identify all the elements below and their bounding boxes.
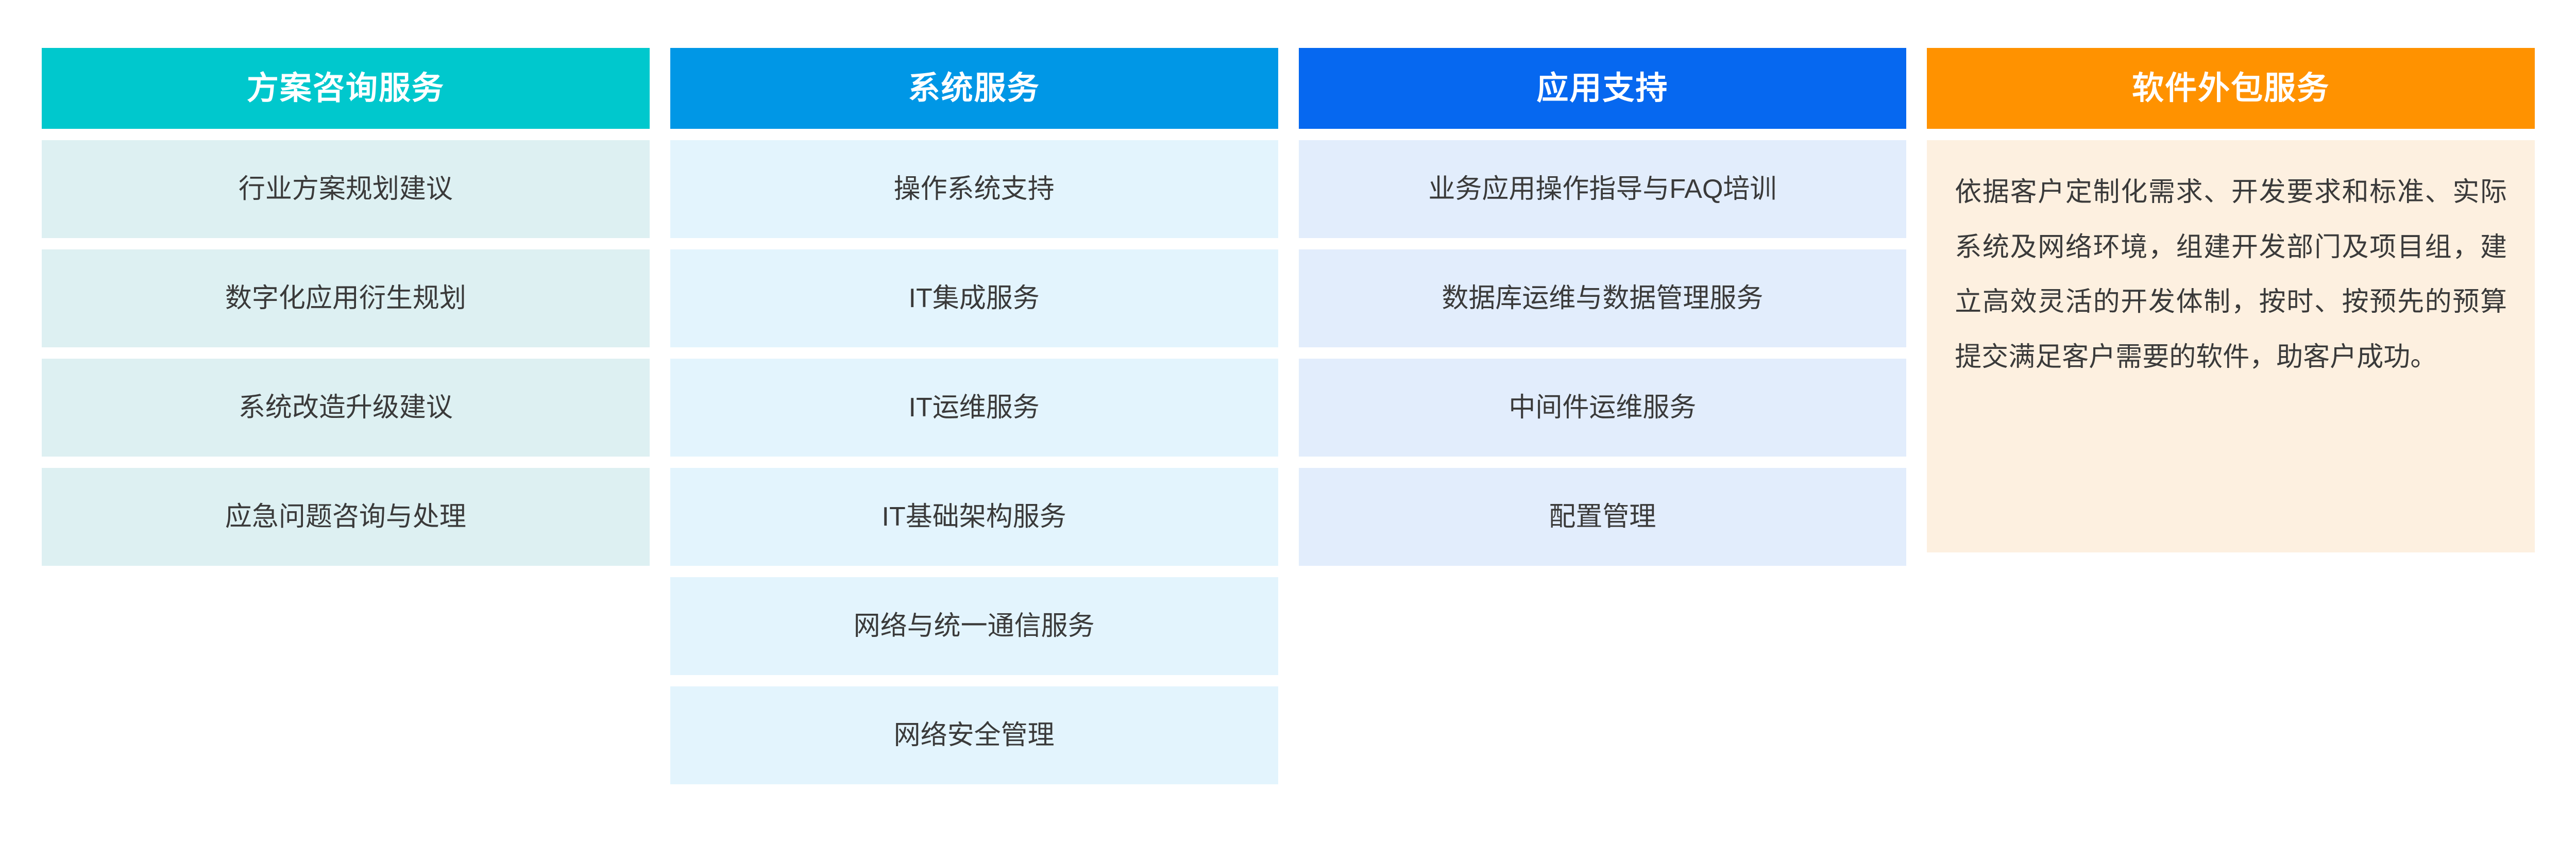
list-item[interactable]: IT基础架构服务 xyxy=(670,468,1278,566)
list-item[interactable]: IT集成服务 xyxy=(670,249,1278,347)
list-item[interactable]: 应急问题咨询与处理 xyxy=(42,468,650,566)
list-item[interactable]: 数字化应用衍生规划 xyxy=(42,249,650,347)
list-item[interactable]: 数据库运维与数据管理服务 xyxy=(1298,249,1907,347)
column-software-outsourcing: 软件外包服务 依据客户定制化需求、开发要求和标准、实际系统及网络环境，组建开发部… xyxy=(1927,48,2535,552)
column-header-system-services: 系统服务 xyxy=(670,48,1278,129)
list-item[interactable]: 中间件运维服务 xyxy=(1298,359,1907,457)
description-paragraph: 依据客户定制化需求、开发要求和标准、实际系统及网络环境，组建开发部门及项目组，建… xyxy=(1927,140,2535,552)
list-item[interactable]: 网络安全管理 xyxy=(670,686,1278,784)
list-item[interactable]: 网络与统一通信服务 xyxy=(670,577,1278,675)
column-system-services: 系统服务 操作系统支持 IT集成服务 IT运维服务 IT基础架构服务 网络与统一… xyxy=(670,48,1278,784)
list-item[interactable]: 系统改造升级建议 xyxy=(42,359,650,457)
list-item[interactable]: IT运维服务 xyxy=(670,359,1278,457)
column-consulting: 方案咨询服务 行业方案规划建议 数字化应用衍生规划 系统改造升级建议 应急问题咨… xyxy=(42,48,650,566)
list-item[interactable]: 操作系统支持 xyxy=(670,140,1278,238)
column-header-consulting: 方案咨询服务 xyxy=(42,48,650,129)
list-item[interactable]: 配置管理 xyxy=(1298,468,1907,566)
list-item[interactable]: 业务应用操作指导与FAQ培训 xyxy=(1298,140,1907,238)
column-header-application-support: 应用支持 xyxy=(1298,48,1907,129)
column-header-software-outsourcing: 软件外包服务 xyxy=(1927,48,2535,129)
column-application-support: 应用支持 业务应用操作指导与FAQ培训 数据库运维与数据管理服务 中间件运维服务… xyxy=(1298,48,1907,566)
list-item[interactable]: 行业方案规划建议 xyxy=(42,140,650,238)
